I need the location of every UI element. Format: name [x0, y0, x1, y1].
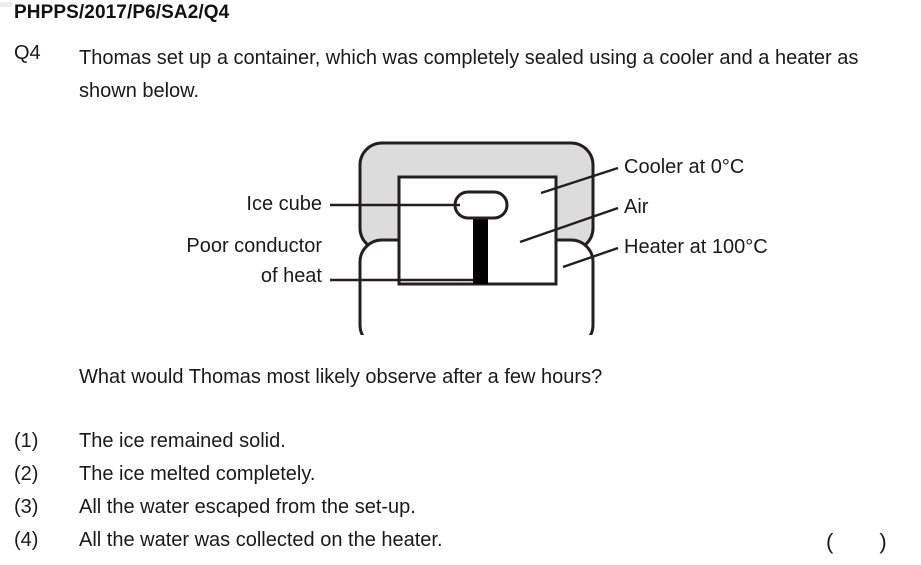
option-row-2[interactable]: (2) The ice melted completely.	[0, 463, 921, 496]
ice-cube-shape	[453, 190, 509, 220]
option-number-2: (2)	[14, 463, 39, 485]
question-number: Q4	[14, 42, 41, 64]
leader-line-air	[519, 206, 619, 244]
option-row-3[interactable]: (3) All the water escaped from the set-u…	[0, 496, 921, 529]
diagram-label-air: Air	[624, 196, 649, 218]
scan-artifact	[0, 2, 12, 7]
question-stem: Thomas set up a container, which was com…	[79, 47, 859, 102]
leader-line-heater	[562, 246, 619, 269]
paper-code: PHPPS/2017/P6/SA2/Q4	[14, 2, 230, 23]
option-number-1: (1)	[14, 430, 39, 452]
option-text-3: All the water escaped from the set-up.	[79, 496, 416, 518]
option-text-4: All the water was collected on the heate…	[79, 529, 443, 551]
answer-bracket[interactable]: ()	[826, 529, 887, 554]
diagram-label-ice-cube: Ice cube	[246, 193, 322, 215]
option-row-4[interactable]: (4) All the water was collected on the h…	[0, 529, 921, 562]
option-text-1: The ice remained solid.	[79, 430, 286, 452]
option-number-4: (4)	[14, 529, 39, 551]
option-row-1[interactable]: (1) The ice remained solid.	[0, 430, 921, 463]
diagram-label-heater: Heater at 100°C	[624, 236, 768, 258]
options-list: (1) The ice remained solid. (2) The ice …	[0, 430, 921, 562]
option-number-3: (3)	[14, 496, 39, 518]
question-follow-up: What would Thomas most likely observe af…	[79, 366, 603, 388]
leader-line-cooler	[540, 166, 619, 195]
support-bar	[473, 204, 488, 284]
diagram-label-cooler: Cooler at 0°C	[624, 156, 745, 178]
diagram-label-poor-conductor-line1: Poor conductor	[186, 235, 322, 257]
option-text-2: The ice melted completely.	[79, 463, 316, 485]
apparatus-diagram: Ice cube Poor conductor of heat Cooler a…	[0, 130, 921, 335]
diagram-label-poor-conductor-line2: of heat	[260, 265, 322, 287]
